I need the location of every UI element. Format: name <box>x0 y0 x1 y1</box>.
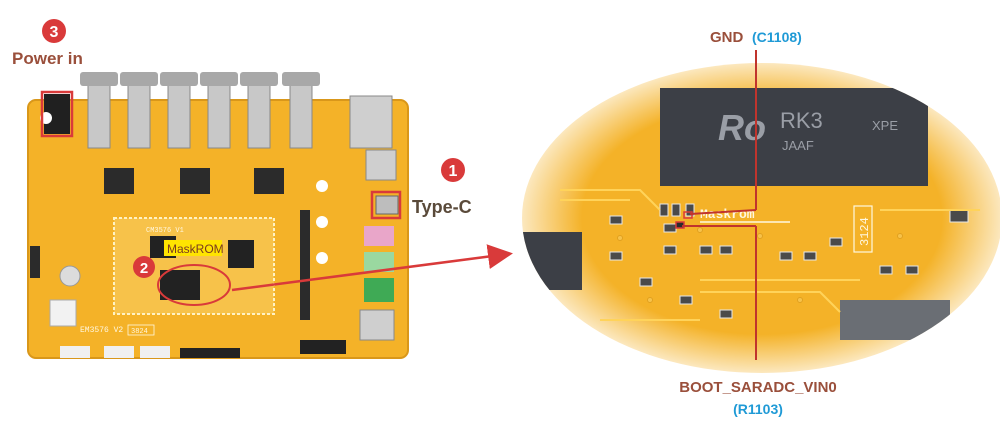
wifi-module <box>49 299 77 327</box>
zoom-vias <box>617 227 903 303</box>
zoom-left-component <box>522 232 582 290</box>
zoom-silk-code-group: 3124 <box>853 205 873 253</box>
zoom-chip-text-2: RK3 <box>780 108 823 133</box>
pin-header <box>300 210 310 320</box>
power-in-highlight-box <box>40 90 74 138</box>
zoom-chip-text-1: Ro <box>718 107 766 148</box>
small-connector-1 <box>60 346 90 358</box>
callout-maskrom: MaskROM 2 <box>133 240 231 306</box>
gnd-net-label: GND <box>710 29 744 46</box>
small-connector-3 <box>140 346 170 358</box>
maskrom-tag-label: MaskROM <box>167 242 224 256</box>
type-c-label: Type-C <box>412 197 472 217</box>
chip-1 <box>104 168 134 194</box>
zoom-smd-parts <box>609 203 969 319</box>
usb-port <box>365 149 397 181</box>
sd-slot <box>30 246 40 278</box>
gnd-ref-label: (C1108) <box>752 29 802 45</box>
audio-jack-pink <box>364 226 394 246</box>
small-connector-2 <box>104 346 134 358</box>
audio-jack-green-2 <box>364 278 394 302</box>
zoom-chip-text-3: JAAF <box>782 138 814 153</box>
mount-hole-2 <box>316 180 328 192</box>
board-date-code: 3824 <box>131 328 148 336</box>
type-c-highlight-box <box>370 190 402 220</box>
coin-cell <box>59 265 81 287</box>
zoom-soc-chip <box>660 88 928 186</box>
zoom-silk-maskrom: Maskrom <box>700 207 755 222</box>
zoom-chip-text-4: XPE <box>872 118 898 133</box>
boot-ref-label: (R1103) <box>733 401 783 417</box>
audio-jack-green-1 <box>364 252 394 272</box>
chip-2 <box>180 168 210 194</box>
callout-power-in: 3 Power in <box>12 19 83 138</box>
ethernet-port <box>349 95 393 149</box>
zoom-arrow <box>231 244 513 292</box>
m2-slot <box>300 340 346 354</box>
callout-2-number: 2 <box>140 260 148 277</box>
chip-3 <box>254 168 284 194</box>
board-model-label: EM3576 V2 <box>80 326 123 335</box>
date-code-box <box>127 324 155 336</box>
gnd-net-name: GND <box>710 29 744 46</box>
callout-1-number: 1 <box>449 163 458 180</box>
hdmi-port <box>359 309 395 341</box>
maskrom-highlight-ellipse <box>157 264 231 306</box>
bnc-connectors <box>80 72 320 149</box>
power-in-label: Power in <box>12 49 83 68</box>
emmc-chip <box>160 270 200 300</box>
boot-net-label: BOOT_SARADC_VIN0 <box>679 379 837 396</box>
maskrom-tag <box>164 240 222 256</box>
type-c-port <box>375 195 399 215</box>
bottom-connector <box>180 348 240 358</box>
zoom-traces <box>560 189 980 321</box>
callout-type-c: 1 Type-C <box>370 158 472 220</box>
callout-1-badge <box>441 158 465 182</box>
zoom-silk-code: 3124 <box>858 217 872 246</box>
zoom-bottom-component <box>840 300 950 340</box>
board-image: CM3576 V1 EM3576 V2 3824 <box>27 72 409 359</box>
callout-3-number: 3 <box>50 24 59 41</box>
gnd-pointer-link <box>689 209 757 215</box>
callout-3-badge <box>42 19 66 43</box>
mount-hole-4 <box>316 252 328 264</box>
som-label: CM3576 V1 <box>146 227 184 235</box>
zoom-lens: Ro RK3 JAAF XPE <box>522 63 1000 373</box>
callout-2-badge <box>133 256 155 278</box>
zoom-maskrom-pads <box>683 211 693 219</box>
mount-hole-3 <box>316 216 328 228</box>
ram-chip <box>228 240 254 268</box>
